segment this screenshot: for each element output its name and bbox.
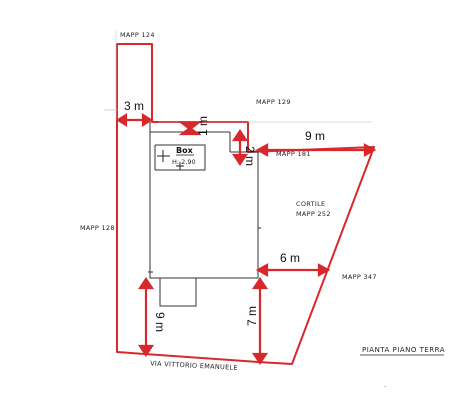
dim-9m-vertical-label: 9 m (153, 312, 167, 332)
dim-2m-label: 2 m (243, 146, 257, 166)
label-mapp-124: MAPP 124 (120, 31, 155, 39)
label-mapp-129: MAPP 129 (256, 98, 291, 106)
dim-6m-label: 6 m (280, 251, 300, 265)
box-height-label: H: 2,90 (172, 158, 196, 166)
arrowhead (178, 121, 202, 131)
arrowhead (231, 129, 249, 142)
building-outline (104, 30, 374, 307)
label-cortile: CORTILE (296, 200, 325, 208)
arrowhead (137, 277, 155, 290)
arrowhead (255, 263, 269, 277)
box-label: Box (176, 146, 194, 155)
dim-1m-label: 1 m (196, 116, 210, 136)
dim-7m-label: 7 m (245, 306, 259, 326)
arrowhead (137, 344, 155, 357)
label-mapp-128: MAPP 128 (80, 224, 115, 232)
dimension-arrows (115, 113, 377, 365)
box-symbol (157, 150, 184, 170)
arrowhead (363, 143, 377, 157)
dim-9m-label: 9 m (305, 129, 325, 143)
label-mapp-347: MAPP 347 (342, 273, 377, 281)
arrowhead (178, 126, 202, 136)
building-main-walls (149, 132, 259, 279)
arrowhead (255, 143, 269, 157)
dim-3m-label: 3 m (124, 99, 144, 113)
arrowhead (251, 352, 269, 365)
building-annex (159, 278, 197, 307)
label-mapp-181: MAPP 181 (276, 150, 311, 158)
arrowhead (231, 153, 249, 166)
label-mapp-252: MAPP 252 (296, 210, 331, 218)
arrowhead (317, 263, 331, 277)
small-mark: · (384, 383, 386, 391)
plan-title: PIANTA PIANO TERRA (362, 346, 445, 354)
arrowhead (115, 113, 128, 127)
arrowhead (251, 277, 269, 290)
label-street: VIA VITTORIO EMANUELE (150, 359, 238, 372)
arrowhead (141, 113, 154, 127)
